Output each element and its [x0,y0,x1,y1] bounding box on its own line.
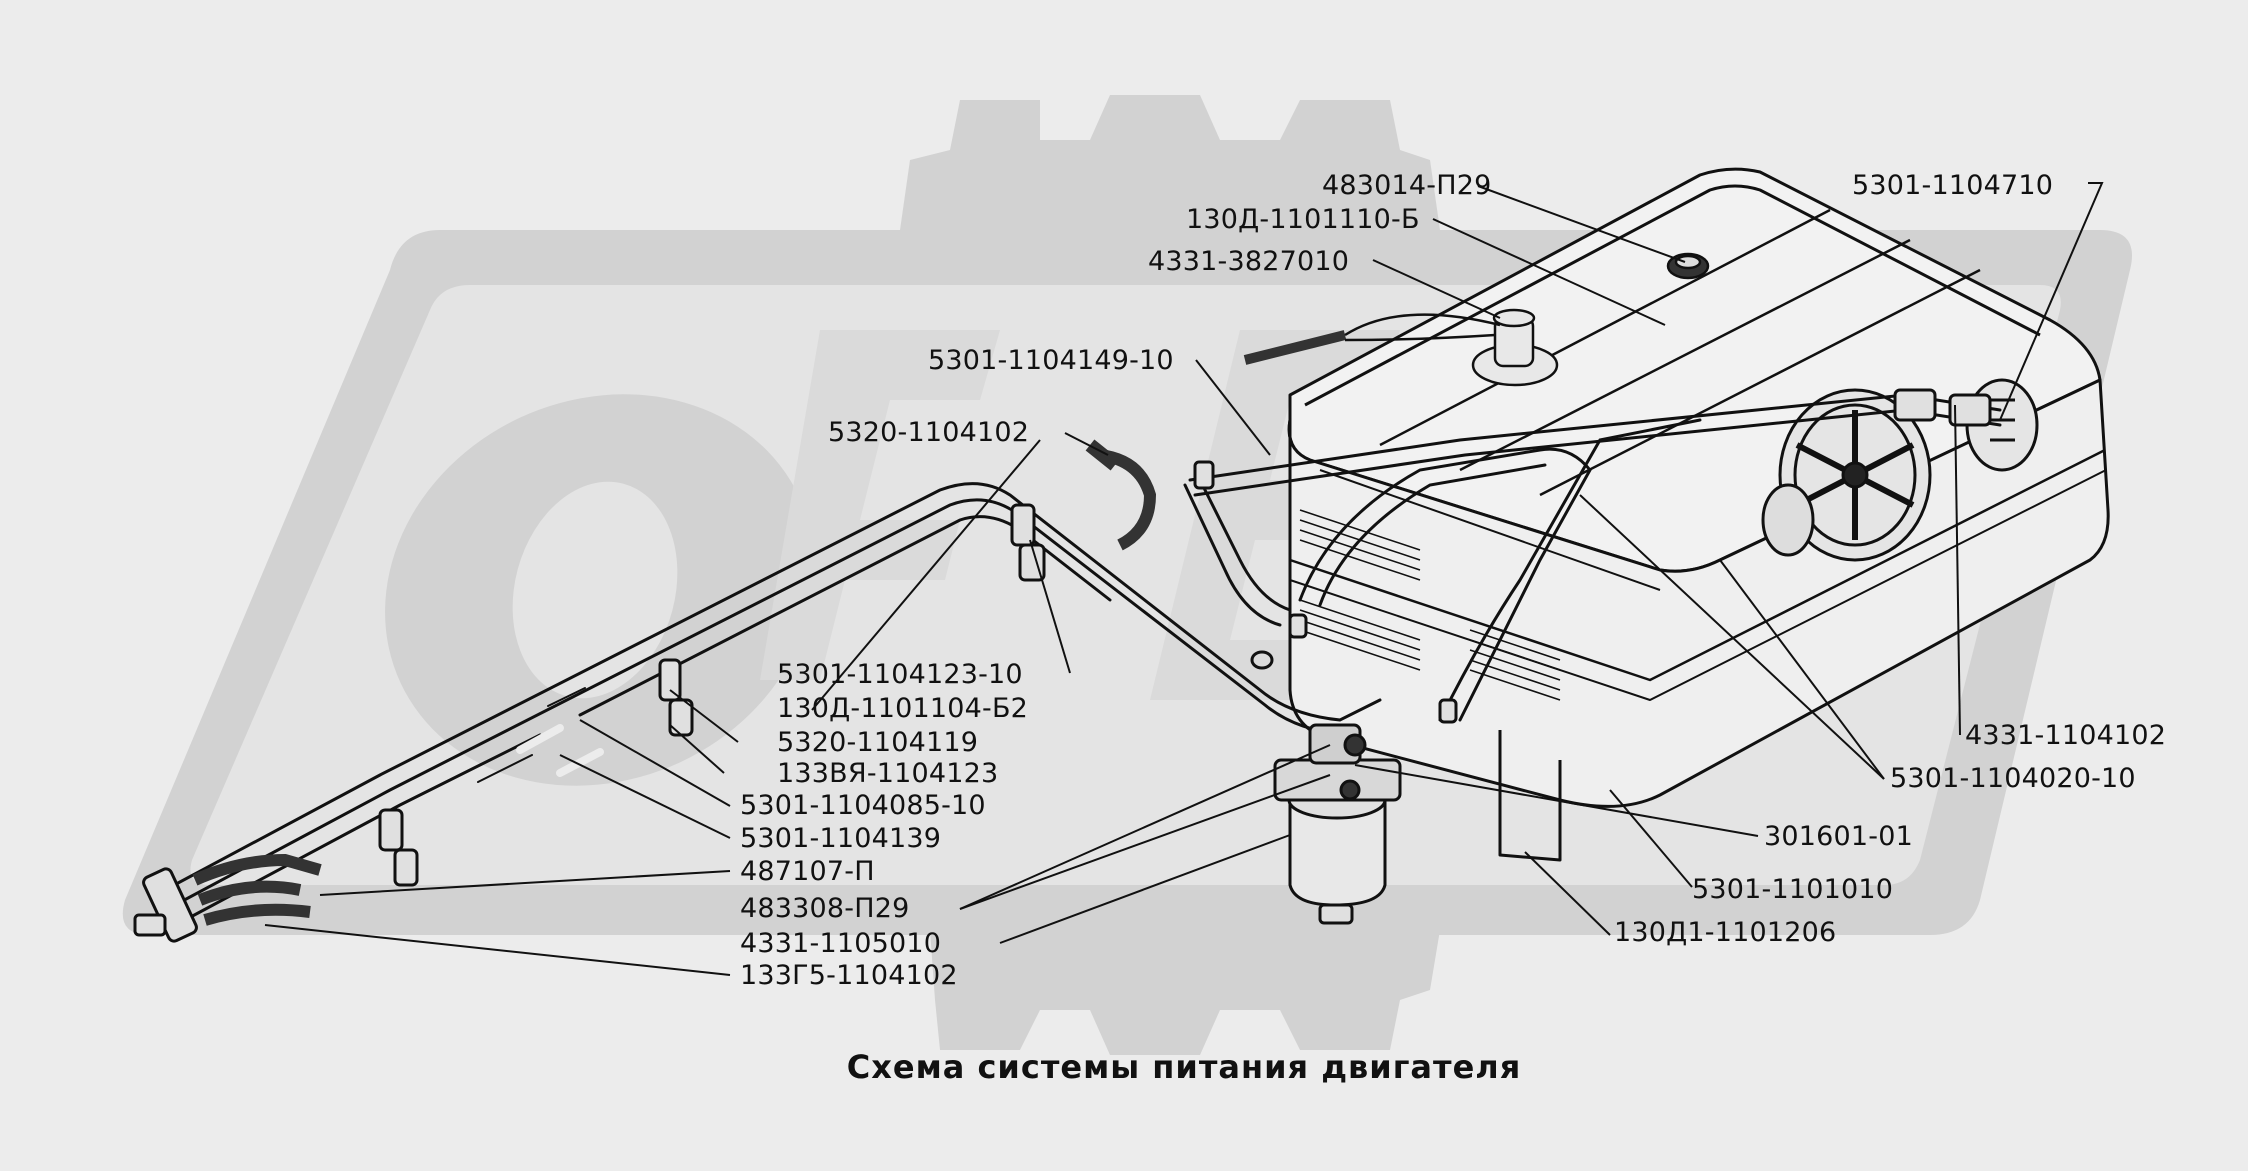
callout-130d-1101104-b2: 130Д-1101104-Б2 [777,693,1029,724]
callout-5301-1104139: 5301-1104139 [740,823,942,854]
callout-5320-1104102: 5320-1104102 [828,417,1030,448]
callout-5301-1104710: 5301-1104710 [1852,170,2054,201]
callout-130d1-1101206: 130Д1-1101206 [1614,917,1837,948]
callout-133g5-1104102: 133Г5-1104102 [740,960,958,991]
callout-483308-p29: 483308-П29 [740,893,910,924]
callout-5301-1101010: 5301-1101010 [1692,874,1894,905]
callout-5320-1104119: 5320-1104119 [777,727,979,758]
fittings-and-clamps [133,388,1992,943]
callout-5301-1104020-10: 5301-1104020-10 [1890,763,2136,794]
callout-5301-1104149-10: 5301-1104149-10 [928,345,1174,376]
callout-5301-1104085-10: 5301-1104085-10 [740,790,986,821]
callout-4331-3827010: 4331-3827010 [1148,246,1350,277]
callout-130d-1101110-b: 130Д-1101110-Б [1186,204,1420,235]
leader-lines [264,182,2104,976]
callout-4331-1104102: 4331-1104102 [1965,720,2167,751]
callout-487107-p: 487107-П [740,856,875,887]
level-sensor [1243,308,1559,387]
callout-133vya-1104123: 133ВЯ-1104123 [777,758,999,789]
diagram-caption: Схема системы питания двигателя [846,1048,1522,1086]
callout-5301-1104123-10: 5301-1104123-10 [777,659,1023,690]
callout-483014-p29: 483014-П29 [1322,170,1492,201]
fuel-intake-assembly [1761,378,2039,562]
callout-301601-01: 301601-01 [1764,821,1913,852]
callout-4331-1105010: 4331-1105010 [740,928,942,959]
